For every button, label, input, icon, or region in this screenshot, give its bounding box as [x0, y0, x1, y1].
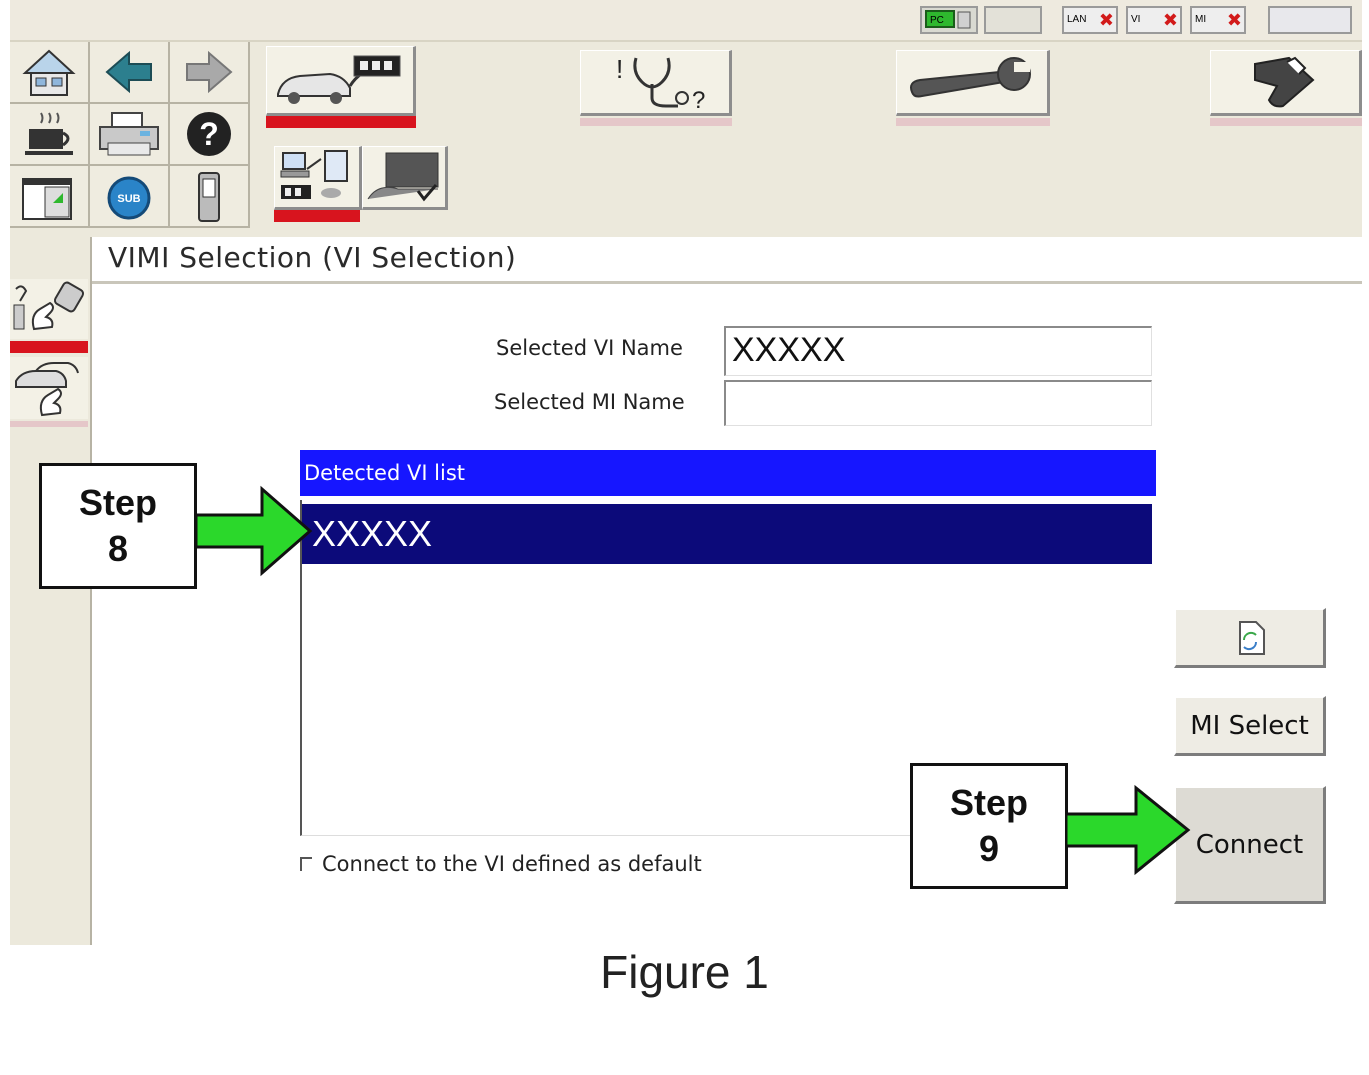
forward-arrow-icon [186, 50, 233, 94]
vi-computer-icon [280, 150, 348, 199]
tab-erase-marker [1210, 118, 1362, 126]
home-button[interactable] [10, 42, 90, 104]
status-strip: PC LAN ✖ VI ✖ MI ✖ [10, 0, 1362, 42]
step-8-label: Step [78, 482, 157, 523]
vehicle-connect-icon [277, 55, 401, 104]
sidebar-item-vi-selection[interactable] [10, 279, 88, 339]
tab-erase[interactable] [1210, 50, 1362, 116]
vi-label: VI [1131, 14, 1141, 25]
step-9-number: 9 [978, 828, 1000, 869]
home-icon [22, 49, 76, 96]
tab-diagnosis-marker [580, 118, 732, 126]
svg-text:?: ? [692, 87, 705, 112]
step-8-arrow-icon [196, 485, 313, 577]
refresh-icon [1238, 620, 1265, 655]
left-sidebar [10, 237, 92, 945]
sub-button-icon: SUB [107, 176, 151, 220]
tab-vi-selection[interactable] [274, 146, 362, 210]
blank-indicator [984, 6, 1042, 34]
coffee-cup-icon [25, 112, 73, 155]
active-tab-marker [266, 116, 416, 128]
default-vi-checkbox[interactable] [300, 857, 312, 871]
lan-indicator: LAN ✖ [1062, 6, 1118, 34]
phone-icon [198, 172, 220, 222]
window-resize-button[interactable] [10, 166, 90, 228]
coffee-button[interactable] [10, 104, 90, 166]
svg-text:?: ? [199, 116, 219, 152]
vi-selection-panel: Selected VI Name XXXXX Selected MI Name … [92, 284, 1362, 945]
window-resize-icon [22, 178, 72, 220]
sub-button[interactable]: SUB [90, 166, 170, 228]
selected-vi-field: XXXXX [724, 326, 1152, 376]
mi-indicator: MI ✖ [1190, 6, 1246, 34]
eraser-icon [1254, 56, 1315, 108]
back-arrow-icon [105, 50, 152, 94]
step-9-label: Step [949, 782, 1028, 823]
vehicles-hand-icon [15, 362, 79, 417]
page-title: VIMI Selection (VI Selection) [108, 241, 517, 274]
default-vi-checkbox-row[interactable]: Connect to the VI defined as default [300, 852, 702, 876]
detected-vi-list-header: Detected VI list [300, 450, 1156, 496]
detected-vi-list[interactable]: XXXXX [300, 500, 1154, 836]
step-8-number: 8 [107, 528, 129, 569]
vi-indicator: VI ✖ [1126, 6, 1182, 34]
lan-label: LAN [1067, 14, 1087, 25]
step-9-callout: Step 9 [910, 763, 1068, 889]
blank-panel [1268, 6, 1352, 34]
step-8-callout: Step 8 [39, 463, 197, 589]
sidebar-active-marker [10, 341, 88, 353]
vi-disconnected-icon: ✖ [1162, 10, 1178, 30]
back-button[interactable] [90, 42, 170, 104]
sidebar-item-vehicle-select[interactable] [10, 357, 88, 419]
active-subtab-marker [274, 210, 360, 222]
svg-text:!: ! [616, 54, 623, 84]
print-button[interactable] [90, 104, 170, 166]
sidebar-marker [10, 421, 88, 427]
default-vi-checkbox-label: Connect to the VI defined as default [322, 852, 702, 876]
tab-display-check[interactable] [362, 146, 448, 210]
pc-connection-indicator: PC [920, 6, 978, 34]
phone-button[interactable] [170, 166, 250, 228]
selected-mi-label: Selected MI Name [494, 390, 685, 414]
tab-work-support-marker [896, 118, 1050, 126]
refresh-button[interactable] [1174, 608, 1326, 668]
help-icon: ? [187, 112, 231, 156]
mi-label: MI [1195, 14, 1207, 25]
lan-disconnected-icon: ✖ [1098, 10, 1114, 30]
vi-hand-icon [13, 281, 85, 331]
selected-vi-label: Selected VI Name [496, 336, 683, 360]
pc-connection-icon: PC [925, 10, 971, 29]
selected-mi-field [724, 380, 1152, 426]
wrench-icon [910, 57, 1031, 98]
printer-icon [99, 112, 159, 156]
mi-select-button[interactable]: MI Select [1174, 696, 1326, 756]
step-9-arrow-icon [1066, 784, 1191, 876]
svg-text:PC: PC [930, 15, 944, 26]
main-toolbar: ? SUB [10, 42, 1362, 237]
title-bar: VIMI Selection (VI Selection) [92, 237, 1362, 284]
forward-button[interactable] [170, 42, 250, 104]
list-item[interactable]: XXXXX [302, 504, 1152, 564]
connect-button[interactable]: Connect [1174, 786, 1326, 904]
tab-vehicle-connect[interactable] [266, 46, 416, 116]
diagnosis-stethoscope-icon: ! ? [616, 54, 705, 112]
svg-text:SUB: SUB [117, 193, 140, 205]
tab-work-support[interactable] [896, 50, 1050, 116]
figure-caption: Figure 1 [600, 946, 769, 998]
display-check-icon [367, 152, 439, 202]
tab-diagnosis[interactable]: ! ? [580, 50, 732, 116]
mi-disconnected-icon: ✖ [1226, 10, 1242, 30]
consult-app-window: PC LAN ✖ VI ✖ MI ✖ [10, 0, 1362, 945]
help-button[interactable]: ? [170, 104, 250, 166]
